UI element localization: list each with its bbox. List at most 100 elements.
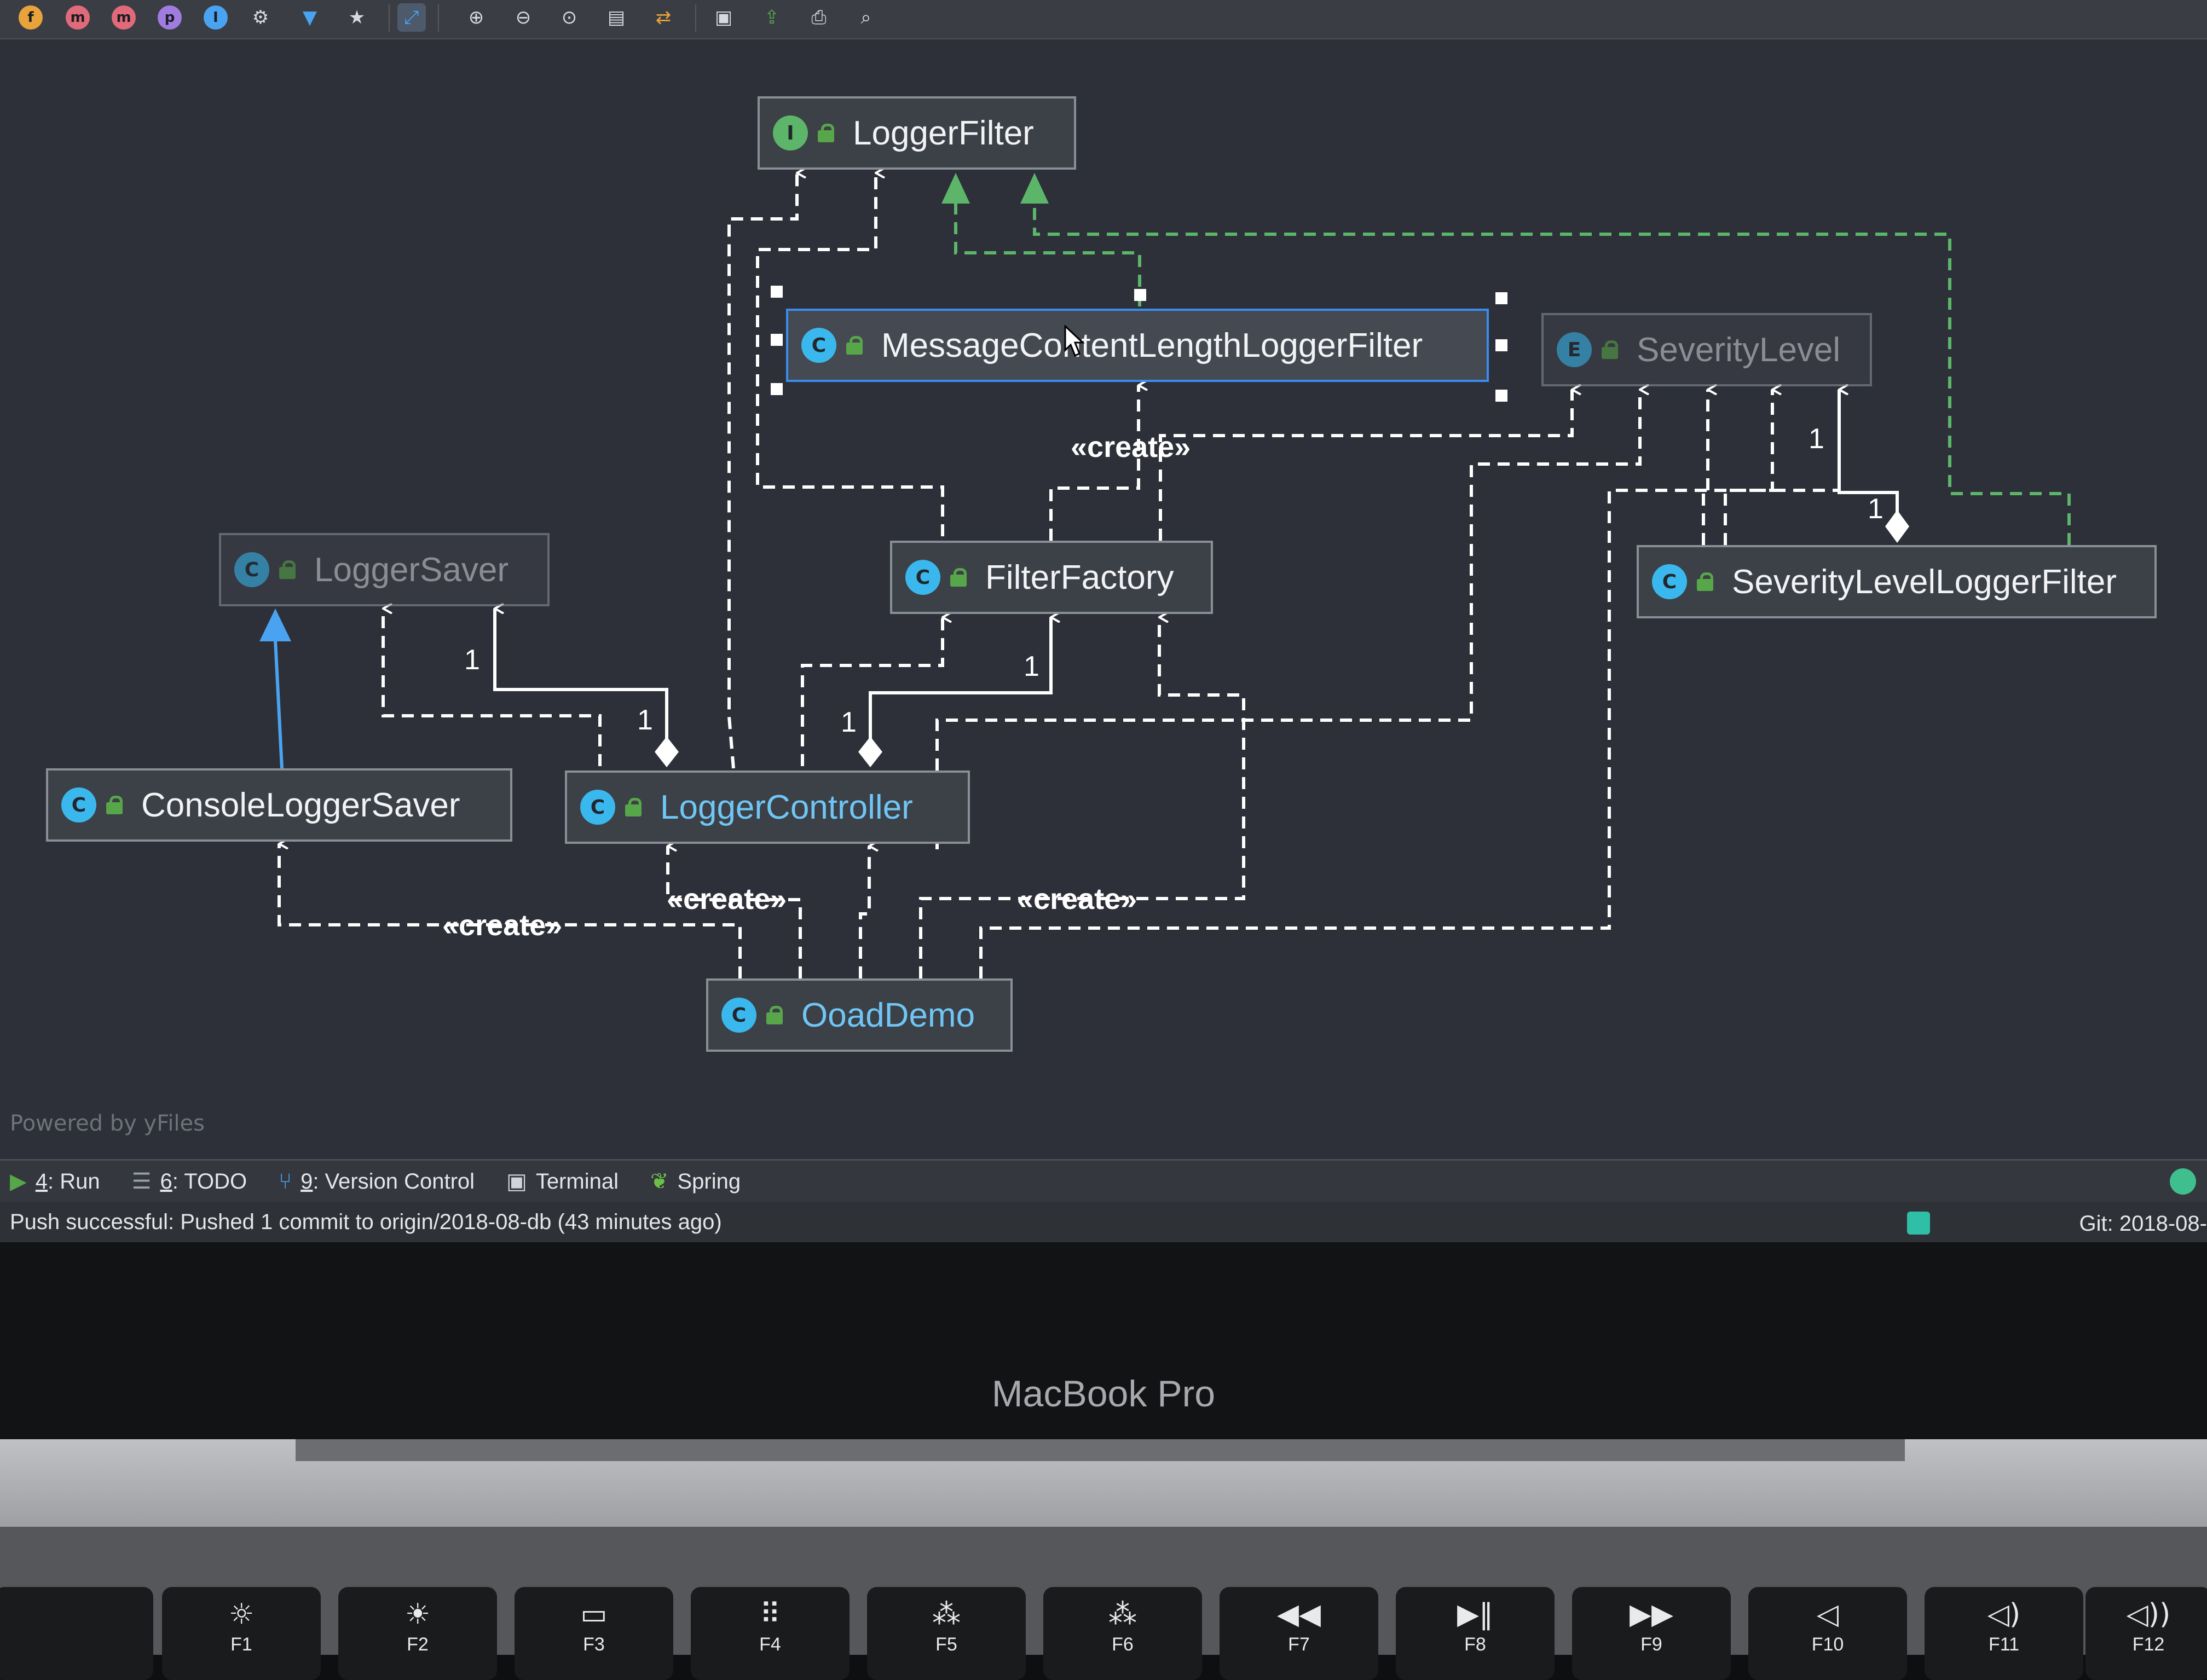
class-name: OoadDemo	[801, 996, 975, 1034]
class-icon: C	[580, 790, 615, 825]
class-icon: C	[801, 328, 836, 363]
laptop-hinge-notch	[296, 1439, 1905, 1461]
f8-key: ▶‖F8	[1396, 1587, 1555, 1680]
f4-key: ⠿ F4	[691, 1587, 850, 1680]
edge-create	[1159, 390, 1572, 541]
event-log-icon[interactable]	[2170, 1168, 2196, 1195]
f7-key: ◀◀F7	[1220, 1587, 1378, 1680]
p-icon[interactable]: p	[158, 5, 182, 30]
selection-handle[interactable]	[1134, 289, 1146, 301]
refresh-icon[interactable]: ⇄	[655, 7, 672, 28]
multiplicity-label: 1	[1024, 651, 1039, 682]
fit-icon[interactable]: ⤢	[397, 3, 426, 32]
launchpad-icon: ⠿	[759, 1598, 781, 1631]
f-icon[interactable]: f	[19, 5, 43, 30]
export-icon[interactable]: ▤	[607, 7, 626, 28]
tool-window-todo[interactable]: ☰ 6: TODO	[132, 1169, 247, 1194]
key-label: F5	[935, 1634, 957, 1655]
inheritance-arrowhead	[259, 609, 291, 641]
selection-handle[interactable]	[1495, 292, 1507, 304]
tool-window-label: : TODO	[172, 1169, 247, 1194]
f2-key: ☀ F2	[338, 1587, 497, 1680]
diagram-edges	[259, 0, 2071, 978]
f9-key: ▶▶F9	[1572, 1587, 1731, 1680]
diagram-toolbar: f m m p I ⚙ ▼ ★ ⤢ ⊕ ⊖ ⊙ ▤ ⇄ ▣ ⇪ ⎙ ⌕	[0, 0, 2207, 39]
key-label: F8	[1464, 1634, 1486, 1655]
class-name: LoggerFilter	[853, 114, 1034, 152]
f12-key: ◁))F12	[2085, 1587, 2207, 1680]
save-icon[interactable]: ▣	[714, 7, 733, 28]
lock-icon	[279, 560, 298, 579]
edge-dependency	[382, 609, 602, 766]
todo-icon: ☰	[131, 1169, 152, 1194]
tool-window-spring[interactable]: ❦ Spring	[650, 1169, 741, 1194]
tool-window-terminal[interactable]: ▣ Terminal	[506, 1169, 619, 1194]
class-node-filter-factory[interactable]: C FilterFactory	[890, 541, 1213, 614]
tool-window-run[interactable]: ▶ 4: Run	[10, 1169, 100, 1194]
status-message[interactable]: Push successful: Pushed 1 commit to orig…	[10, 1209, 722, 1234]
class-node-logger-controller[interactable]: C LoggerController	[565, 771, 970, 844]
print-icon[interactable]: ⎙	[811, 7, 827, 28]
powered-by-label: Powered by yFiles	[10, 1111, 205, 1136]
class-name: ConsoleLoggerSaver	[141, 786, 460, 824]
i-icon[interactable]: I	[204, 5, 228, 30]
key-label: F2	[407, 1634, 429, 1655]
volume-down-icon: ◁)	[1987, 1598, 2021, 1631]
realization-arrowhead	[1020, 173, 1049, 204]
class-icon: C	[1652, 564, 1687, 599]
selection-handle[interactable]	[771, 286, 783, 298]
multiplicity-label: 1	[1809, 423, 1824, 455]
lock-icon	[818, 124, 836, 142]
lock-icon	[106, 796, 125, 814]
create-label: «create»	[1071, 431, 1191, 464]
enum-icon: E	[1557, 332, 1592, 367]
class-node-console-logger-saver[interactable]: C ConsoleLoggerSaver	[46, 768, 512, 842]
f1-key: ☼F1	[162, 1587, 321, 1680]
f10-key: ◁F10	[1748, 1587, 1907, 1680]
tool-window-label: Terminal	[535, 1169, 619, 1194]
keyboard-light-down-icon: ⁂	[932, 1598, 961, 1631]
key-label: F12	[2132, 1634, 2165, 1655]
class-name: SeverityLevelLoggerFilter	[1732, 563, 2117, 601]
brightness-up-icon: ☀	[405, 1598, 431, 1631]
m-icon[interactable]: m	[66, 5, 90, 30]
selection-handle[interactable]	[771, 383, 783, 395]
actual-size-icon[interactable]: ⊙	[561, 7, 577, 28]
ide-screen: f m m p I ⚙ ▼ ★ ⤢ ⊕ ⊖ ⊙ ▤ ⇄ ▣ ⇪ ⎙ ⌕	[0, 0, 2207, 1242]
status-indicator-icon[interactable]	[1907, 1212, 1930, 1235]
edge-create	[278, 844, 742, 978]
m-icon[interactable]: m	[112, 5, 136, 30]
class-name: SeverityLevel	[1637, 331, 1841, 369]
key-label: F10	[1811, 1634, 1844, 1655]
interface-icon: I	[773, 115, 808, 150]
key-label: F1	[230, 1634, 252, 1655]
class-icon: C	[905, 560, 940, 595]
zoom-in-icon[interactable]: ⊕	[468, 7, 484, 28]
preview-icon[interactable]: ⌕	[860, 7, 871, 28]
tool-window-label: Spring	[677, 1169, 741, 1194]
mouse-cursor-icon	[1064, 325, 1085, 357]
zoom-out-icon[interactable]: ⊖	[515, 7, 531, 28]
selection-handle[interactable]	[1495, 390, 1507, 402]
selection-handle[interactable]	[1495, 339, 1507, 351]
enum-node-severity-level[interactable]: E SeverityLevel	[1541, 313, 1872, 386]
pin-icon[interactable]: ★	[348, 7, 366, 28]
version-control-icon: ⑂	[279, 1169, 292, 1194]
class-node-message-content-length-logger-filter[interactable]: C MessageContentLengthLoggerFilter	[786, 309, 1489, 382]
filter-icon[interactable]: ▼	[302, 7, 317, 28]
edge-dependency	[935, 390, 1640, 849]
selection-handle[interactable]	[771, 334, 783, 346]
class-node-ooad-demo[interactable]: C OoadDemo	[706, 978, 1013, 1052]
class-node-logger-filter[interactable]: I LoggerFilter	[758, 96, 1076, 170]
export-file-icon[interactable]: ⇪	[764, 7, 780, 28]
class-node-logger-saver[interactable]: C LoggerSaver	[219, 533, 550, 606]
fast-forward-icon: ▶▶	[1630, 1598, 1673, 1631]
layout-icon[interactable]: ⚙	[252, 7, 269, 28]
key-label: F4	[759, 1634, 781, 1655]
terminal-icon: ▣	[506, 1169, 527, 1194]
tool-window-version-control[interactable]: ⑂ 9: Version Control	[279, 1169, 475, 1194]
create-label: «create»	[442, 909, 563, 942]
lock-icon	[1697, 572, 1715, 591]
class-node-severity-level-logger-filter[interactable]: C SeverityLevelLoggerFilter	[1637, 545, 2157, 618]
git-branch-widget[interactable]: Git: 2018-08-	[2079, 1212, 2207, 1236]
